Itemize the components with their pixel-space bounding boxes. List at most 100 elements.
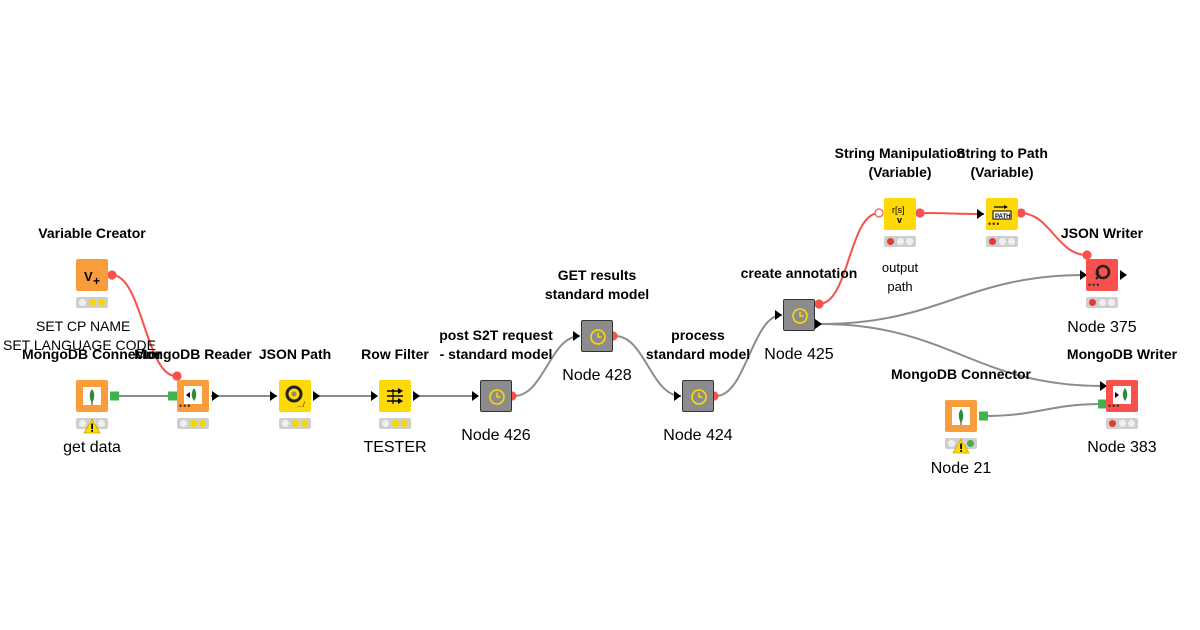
svg-text:+: + [93,274,100,288]
port-rowfilter-out[interactable] [413,391,420,401]
port-node425-out[interactable] [815,319,822,329]
edge-node426-to-node428[interactable] [513,335,581,397]
status-lamp [989,238,996,245]
annotation-set-language-code: SET LANGUAGE CODE [3,337,157,353]
edge-stringtopath-to-jsonwriter[interactable] [1019,212,1088,256]
mongodb-reader-icon[interactable]: ••• [177,380,209,412]
status-lamp [79,420,86,427]
port-stringtopath-in[interactable] [977,209,984,219]
row-filter-icon[interactable] [379,380,411,412]
port-connector21-out[interactable] [979,411,988,421]
port-jsonwriter-out[interactable] [1120,270,1127,280]
status-traffic-light [177,418,209,429]
port-rowfilter-in[interactable] [371,391,378,401]
port-node428-in[interactable] [573,331,580,341]
status-traffic-light [884,236,916,247]
status-lamp [998,238,1006,245]
metanode-clock-icon[interactable] [682,380,714,412]
string-manipulation-icon[interactable]: r[s]v [884,198,916,230]
status-lamp [1089,299,1096,306]
port-reader-out[interactable] [212,391,219,401]
string-to-path-icon[interactable]: PATH••• [986,198,1018,230]
status-traffic-light [1086,297,1118,308]
port-jsonpath-out[interactable] [313,391,320,401]
metanode-clock-icon[interactable] [783,299,815,331]
status-lamp [887,238,894,245]
status-lamp [948,440,955,447]
status-lamp [301,420,308,427]
status-lamp [291,420,299,427]
edge-node425-to-mongowriter[interactable] [820,323,1103,387]
svg-text:.../: .../ [297,402,305,409]
port-jsonwriter-in[interactable] [1080,270,1087,280]
status-lamp [79,299,86,306]
svg-text:PATH: PATH [995,214,1010,220]
edge-node424-to-node425[interactable] [715,314,783,397]
configure-dots-icon: ••• [1088,280,1101,290]
port-stringmanip-out[interactable] [915,208,925,218]
configure-dots-icon: ••• [988,219,1001,229]
port-node425-var-out[interactable] [814,299,824,309]
metanode-clock-icon[interactable] [480,380,512,412]
status-lamp [189,420,197,427]
status-lamp [1128,420,1135,427]
status-lamp [199,420,206,427]
port-mongowriter-in[interactable] [1100,381,1107,391]
status-lamp [282,420,289,427]
status-lamp [1108,299,1115,306]
edge-connector21-to-mongowriter[interactable] [984,403,1103,417]
port-node426-in[interactable] [472,391,479,401]
status-traffic-light [986,236,1018,247]
json-writer-icon[interactable]: ••• [1086,259,1118,291]
status-lamp [1109,420,1116,427]
port-jsonwriter-var-in[interactable] [1082,250,1092,260]
port-node425-in[interactable] [775,310,782,320]
status-traffic-light [76,297,108,308]
edge-stringmanip-to-stringtopath[interactable] [919,212,985,215]
port-connector-out[interactable] [110,391,119,401]
mongodb-writer-icon[interactable]: ••• [1106,380,1138,412]
status-lamp [98,299,105,306]
annotation-set-cp-name: SET CP NAME [36,318,131,334]
status-lamp [391,420,399,427]
port-jsonpath-in[interactable] [270,391,277,401]
variable-creator-icon[interactable]: V+ [76,259,108,291]
mongodb-leaf-icon[interactable] [76,380,108,412]
port-mongowriter-db-in[interactable] [1098,399,1107,409]
json-path-icon[interactable]: .../ [279,380,311,412]
edge-variable-creator-to-reader[interactable] [111,274,177,377]
port-node424-in[interactable] [674,391,681,401]
port-reader-var-in[interactable] [172,371,182,381]
status-lamp [967,440,974,447]
warning-icon [952,438,970,454]
configure-dots-icon: ••• [179,401,192,411]
edge-node425-to-stringmanip[interactable] [818,212,880,305]
mongodb-leaf-icon[interactable] [945,400,977,432]
status-traffic-light [379,418,411,429]
status-lamp [1118,420,1126,427]
svg-text:V: V [84,269,93,284]
port-stringmanip-in[interactable] [874,208,884,218]
status-traffic-light [279,418,311,429]
configure-dots-icon: ••• [1108,401,1121,411]
status-lamp [98,420,105,427]
edge-node425-to-jsonwriter[interactable] [820,274,1086,325]
edge-node428-to-node424[interactable] [614,335,682,397]
status-lamp [1098,299,1106,306]
status-lamp [401,420,408,427]
metanode-clock-icon[interactable] [581,320,613,352]
status-lamp [896,238,904,245]
port-stringtopath-out[interactable] [1016,208,1026,218]
status-lamp [906,238,913,245]
status-lamp [88,299,96,306]
warning-icon [83,418,101,434]
svg-text:v: v [897,215,902,225]
port-reader-db-in[interactable] [168,391,177,401]
status-lamp [1008,238,1015,245]
svg-text:r[s]: r[s] [892,205,905,215]
port-variable-creator-out[interactable] [107,270,117,280]
status-traffic-light [1106,418,1138,429]
status-lamp [180,420,187,427]
